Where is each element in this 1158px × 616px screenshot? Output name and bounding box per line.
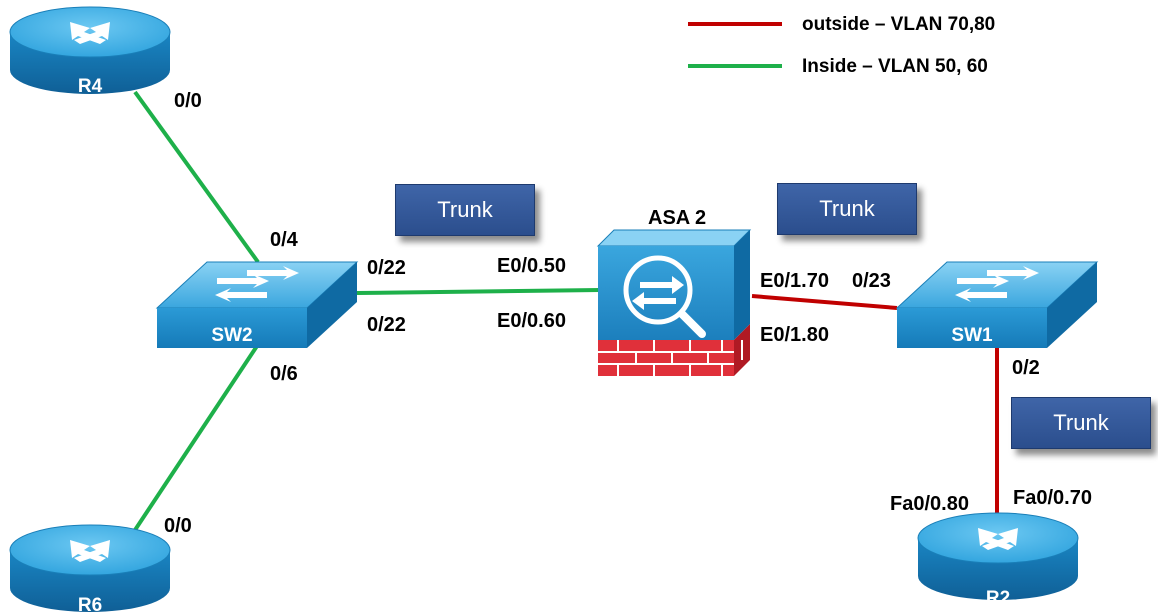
- router-arrows-icon: [70, 22, 110, 44]
- link-asa-sw1: [751, 294, 898, 310]
- switch-side: [307, 262, 357, 348]
- switch-arrows-icon: [955, 266, 1039, 302]
- asa-brick-front: [598, 340, 734, 376]
- router-top: [9, 6, 171, 58]
- switch-sw2[interactable]: SW2: [155, 261, 359, 348]
- r6-label: R6: [78, 595, 102, 616]
- switch-arrows-icon: [215, 266, 299, 302]
- link-sw2-asa: [356, 288, 601, 295]
- link-r4-sw2: [133, 90, 260, 264]
- port-asa-left1: E0/0.50: [497, 255, 566, 277]
- port-sw1-down: 0/2: [1012, 357, 1040, 379]
- router-r6[interactable]: R6: [9, 524, 171, 616]
- switch-front: [897, 308, 1047, 348]
- trunk-box-left: Trunk: [395, 184, 535, 236]
- port-sw2-down: 0/6: [270, 363, 298, 385]
- router-r2[interactable]: R2: [917, 512, 1079, 609]
- firewall-asa[interactable]: [596, 229, 752, 376]
- legend-inside-label: Inside – VLAN 50, 60: [802, 56, 988, 77]
- trunk-box-right: Trunk: [1011, 397, 1151, 449]
- link-r6-sw2: [133, 344, 259, 532]
- firewall-icon: [623, 255, 706, 338]
- legend-outside-label: outside – VLAN 70,80: [802, 14, 995, 35]
- sw1-label: SW1: [951, 325, 993, 346]
- r2-label: R2: [986, 588, 1010, 609]
- switch-sw1[interactable]: SW1: [895, 261, 1099, 348]
- sw2-label: SW2: [211, 325, 252, 346]
- port-r6: 0/0: [164, 515, 192, 537]
- router-arrows-icon: [978, 528, 1018, 550]
- port-r2-left: Fa0/0.80: [890, 493, 969, 515]
- switch-side: [1047, 262, 1097, 348]
- trunk-box-middle: Trunk: [777, 183, 917, 235]
- router-r4[interactable]: R4: [9, 6, 171, 97]
- router-top: [917, 512, 1079, 564]
- asa-top: [596, 229, 752, 247]
- asa-front: [598, 246, 734, 340]
- port-sw2-up: 0/4: [270, 229, 299, 251]
- asa-side: [734, 230, 750, 340]
- brick-lines: [598, 340, 743, 376]
- port-r2-right: Fa0/0.70: [1013, 487, 1092, 509]
- port-asa-right1: E0/1.70: [760, 270, 829, 292]
- port-asa-left2: E0/0.60: [497, 310, 566, 332]
- router-top: [9, 524, 171, 576]
- switch-front: [157, 308, 307, 348]
- r4-label: R4: [78, 76, 103, 97]
- port-sw2-right1: 0/22: [367, 257, 406, 279]
- asa-label: ASA 2: [648, 207, 706, 229]
- port-sw1-left: 0/23: [852, 270, 891, 292]
- legend: outside – VLAN 70,80 Inside – VLAN 50, 6…: [688, 14, 995, 77]
- port-sw2-right2: 0/22: [367, 314, 406, 336]
- port-asa-right2: E0/1.80: [760, 324, 829, 346]
- port-r4: 0/0: [174, 90, 202, 112]
- router-arrows-icon: [70, 540, 110, 562]
